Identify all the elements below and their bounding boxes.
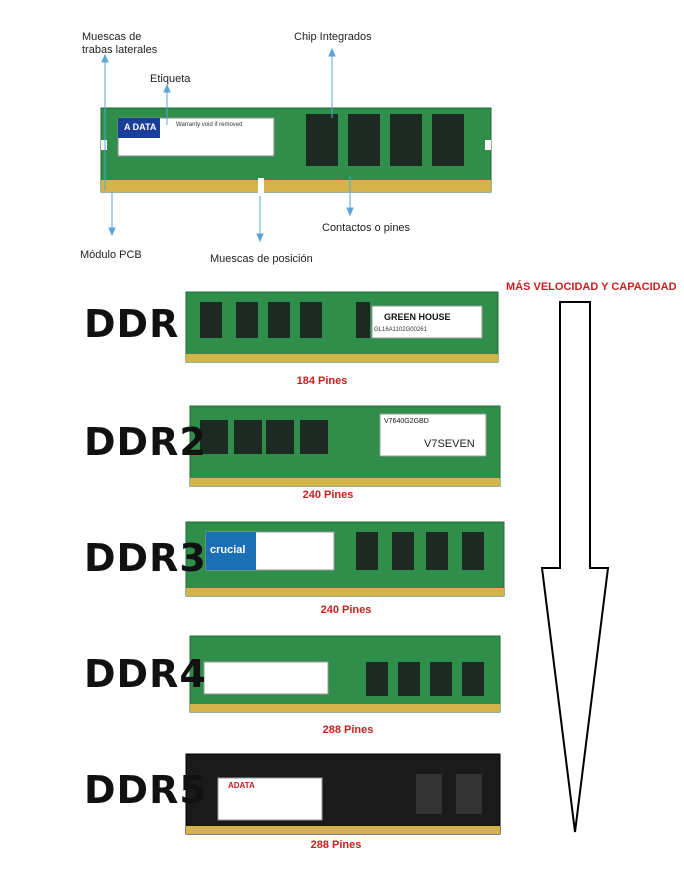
sticker-greenhouse-code: GL16A1102G00261	[374, 327, 427, 333]
chip	[456, 774, 482, 814]
sticker-brand-adata: ADATA	[228, 781, 255, 790]
pin-count-ddr3: 240 Pines	[320, 604, 372, 616]
chip	[366, 662, 388, 696]
top-ram-module	[100, 107, 492, 194]
callout-side-notches: Muescas de trabas laterales	[82, 31, 158, 56]
ddr2-module	[189, 405, 501, 487]
chip	[462, 662, 484, 696]
callout-chips: Chip Integrados	[294, 31, 372, 43]
chip	[356, 532, 378, 570]
chip	[432, 114, 464, 166]
callout-contacts: Contactos o pines	[322, 222, 411, 234]
generation-label-ddr3: DDR3	[84, 536, 207, 580]
ddr4-module	[189, 635, 501, 713]
sticker-brand-v7: V7SEVEN	[424, 438, 475, 450]
chip	[416, 774, 442, 814]
trend-arrow	[540, 301, 610, 833]
sticker-brand-adata-top: A DATA	[124, 122, 157, 132]
chip	[234, 420, 262, 454]
callout-pcb: Módulo PCB	[80, 249, 142, 261]
pin-count-ddr4: 288 Pines	[322, 724, 374, 736]
module-sticker	[203, 661, 329, 695]
chip	[392, 532, 414, 570]
sticker-brand-crucial: crucial	[210, 544, 246, 556]
chip	[300, 302, 322, 338]
sticker-ddr2-part: V7640G2GBD	[384, 418, 429, 425]
chip	[398, 662, 420, 696]
generation-label-ddr2: DDR2	[84, 420, 207, 464]
ddr-module	[185, 291, 499, 363]
chip	[306, 114, 338, 166]
chip	[356, 302, 370, 338]
module-sticker	[217, 777, 323, 821]
callout-label: Etiqueta	[150, 73, 191, 85]
ddr5-module	[185, 753, 501, 835]
chip	[236, 302, 258, 338]
chip	[268, 302, 290, 338]
module-sticker	[379, 413, 487, 457]
chip	[300, 420, 328, 454]
chip	[348, 114, 380, 166]
sticker-brand-greenhouse: GREEN HOUSE	[384, 312, 451, 322]
chip	[390, 114, 422, 166]
sticker-warranty: Warranty void if removed	[176, 122, 243, 128]
generation-label-ddr: DDR	[84, 302, 180, 346]
chip	[426, 532, 448, 570]
module-sticker	[371, 305, 483, 339]
chip	[200, 420, 228, 454]
generation-label-ddr4: DDR4	[84, 652, 207, 696]
chip	[430, 662, 452, 696]
chip	[200, 302, 222, 338]
pin-count-ddr5: 288 Pines	[310, 839, 362, 851]
ddr3-module	[185, 521, 505, 597]
generation-label-ddr5: DDR5	[84, 768, 207, 812]
chip	[462, 532, 484, 570]
pin-count-ddr: 184 Pines	[296, 375, 348, 387]
chip	[266, 420, 294, 454]
pin-count-ddr2: 240 Pines	[302, 489, 354, 501]
trend-label: MÁS VELOCIDAD Y CAPACIDAD	[506, 281, 677, 293]
callout-position-notch: Muescas de posición	[210, 253, 313, 265]
